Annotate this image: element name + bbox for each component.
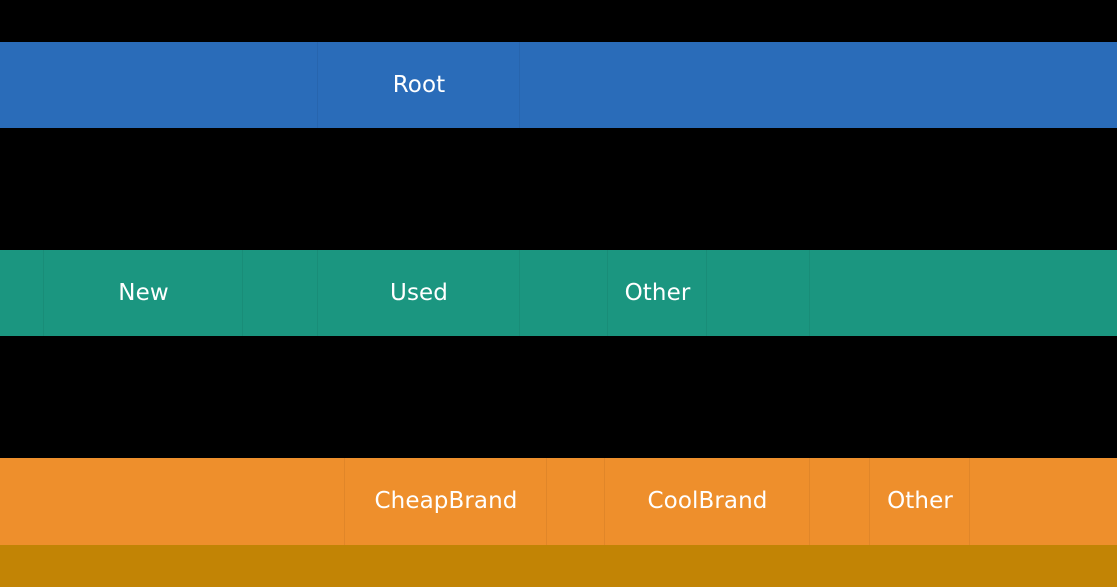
icicle-node-label: CheapBrand (374, 488, 518, 514)
level-2-brand: CheapBrand CoolBrand Other (0, 458, 1117, 545)
icicle-node-label: New (118, 279, 169, 306)
level-0-root: Root (0, 42, 1117, 128)
icicle-node-unlabeled[interactable] (547, 458, 605, 545)
icicle-node-unlabeled[interactable] (707, 250, 810, 336)
icicle-node-unlabeled[interactable] (0, 42, 318, 128)
icicle-node-root[interactable]: Root (318, 42, 520, 128)
icicle-node-unlabeled[interactable] (0, 545, 1117, 587)
level-3-leaf (0, 545, 1117, 587)
icicle-node-label: CoolBrand (647, 488, 768, 514)
icicle-node-coolbrand[interactable]: CoolBrand (605, 458, 810, 545)
icicle-node-label: Other (624, 279, 691, 306)
icicle-node-unlabeled[interactable] (810, 250, 1117, 336)
icicle-node-other[interactable]: Other (608, 250, 707, 336)
icicle-node-new[interactable]: New (44, 250, 243, 336)
icicle-node-label: Other (887, 488, 953, 514)
icicle-node-unlabeled[interactable] (520, 42, 1117, 128)
icicle-node-other[interactable]: Other (870, 458, 970, 545)
icicle-node-unlabeled[interactable] (810, 458, 870, 545)
icicle-node-unlabeled[interactable] (520, 250, 608, 336)
icicle-node-unlabeled[interactable] (243, 250, 318, 336)
icicle-node-label: Used (390, 279, 448, 306)
icicle-node-used[interactable]: Used (318, 250, 520, 336)
icicle-node-unlabeled[interactable] (0, 250, 44, 336)
level-1-condition: New Used Other (0, 250, 1117, 336)
icicle-node-cheapbrand[interactable]: CheapBrand (345, 458, 547, 545)
icicle-node-label: Root (392, 71, 446, 98)
icicle-node-unlabeled[interactable] (970, 458, 1117, 545)
icicle-node-unlabeled[interactable] (0, 458, 345, 545)
